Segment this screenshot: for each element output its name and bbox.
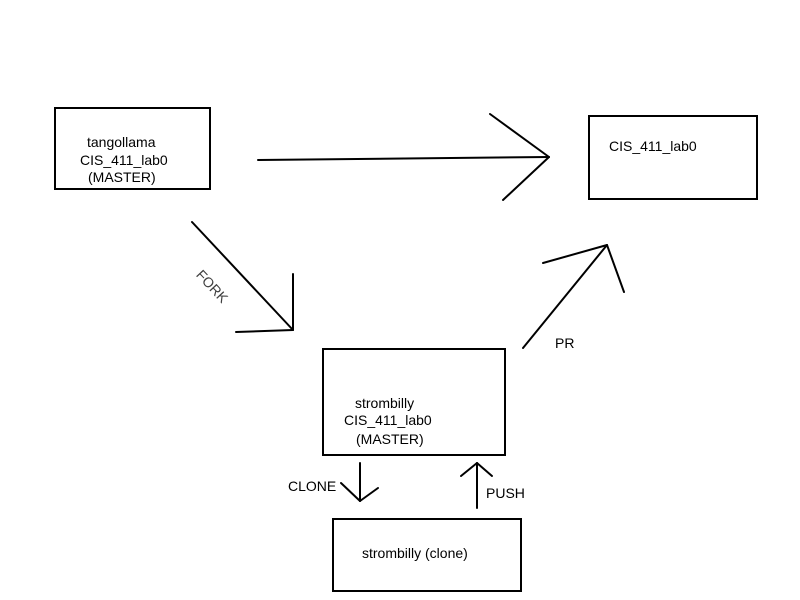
edge-label-push: PUSH — [486, 485, 525, 501]
arrow-pr — [522, 244, 625, 349]
node-upstream-repo-name: CIS_411_lab0 — [80, 152, 168, 168]
node-clone-repo: strombilly (clone) — [332, 518, 522, 592]
node-upstream-owner: tangollama — [87, 134, 156, 150]
arrow-upstream-to-target — [257, 113, 550, 201]
node-upstream-branch: (MASTER) — [88, 169, 156, 185]
node-fork-branch: (MASTER) — [356, 431, 424, 447]
arrow-fork — [191, 221, 294, 333]
node-fork-repo-name: CIS_411_lab0 — [344, 412, 432, 428]
node-fork-repo: strombilly CIS_411_lab0 (MASTER) — [322, 348, 506, 456]
node-target-repo: CIS_411_lab0 — [588, 115, 758, 200]
edge-label-pr: PR — [555, 335, 575, 351]
node-clone-name: strombilly (clone) — [362, 545, 468, 561]
node-fork-owner: strombilly — [355, 395, 415, 411]
arrow-push — [460, 462, 493, 509]
node-upstream-repo: tangollama CIS_411_lab0 (MASTER) — [54, 107, 211, 190]
edge-label-clone: CLONE — [288, 478, 337, 494]
arrow-clone — [340, 462, 379, 502]
node-target-repo-name: CIS_411_lab0 — [609, 138, 697, 154]
